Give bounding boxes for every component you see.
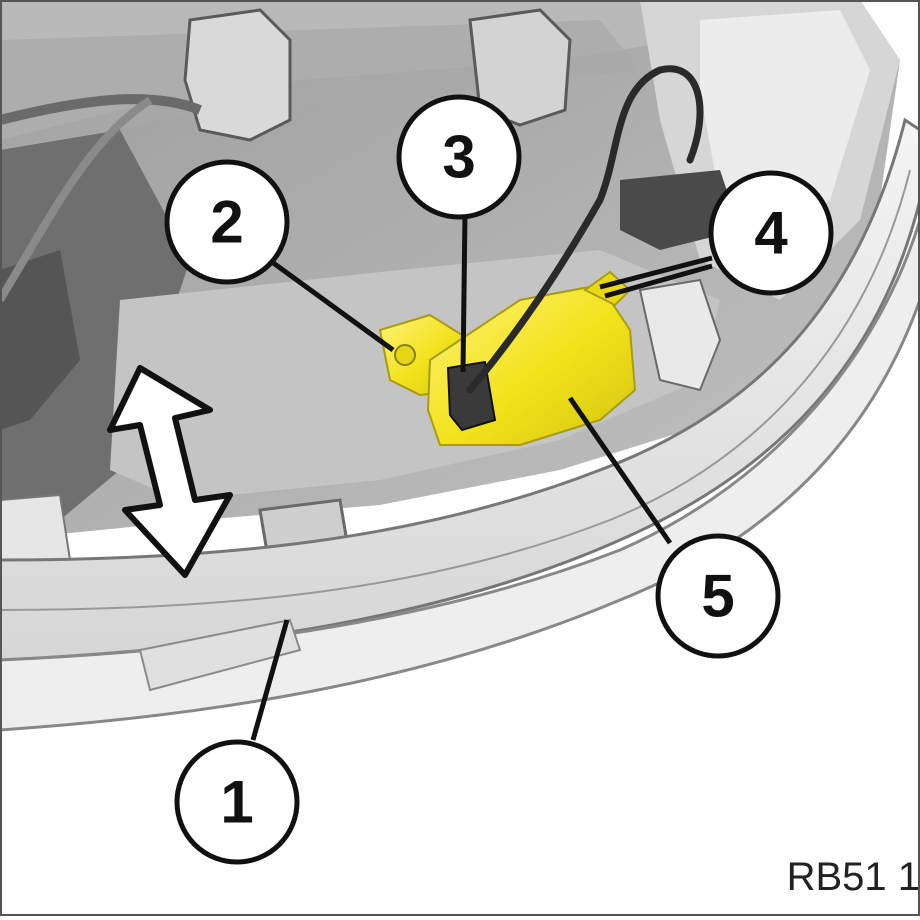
- double-arrow-icon: [107, 365, 233, 578]
- callout-1-label: 1: [220, 769, 253, 836]
- callout-leaders: [250, 212, 713, 741]
- leader-5: [567, 396, 673, 545]
- callout-3: 3: [396, 94, 522, 220]
- leader-3: [460, 212, 468, 373]
- leader-4a: [599, 255, 713, 290]
- callout-3-label: 3: [442, 124, 475, 191]
- leader-2: [270, 259, 395, 353]
- callout-5-label: 5: [701, 563, 734, 630]
- callout-2: 2: [164, 159, 290, 285]
- callout-4-label: 4: [754, 200, 788, 267]
- callout-4: 4: [708, 170, 834, 296]
- leader-1: [250, 619, 290, 741]
- callout-2-label: 2: [210, 189, 243, 256]
- leader-4b: [604, 263, 713, 299]
- callout-5: 5: [655, 533, 781, 659]
- callout-1: 1: [174, 739, 300, 865]
- reference-code: RB51 1: [787, 855, 920, 899]
- lamp-lens-frame: [0, 117, 920, 732]
